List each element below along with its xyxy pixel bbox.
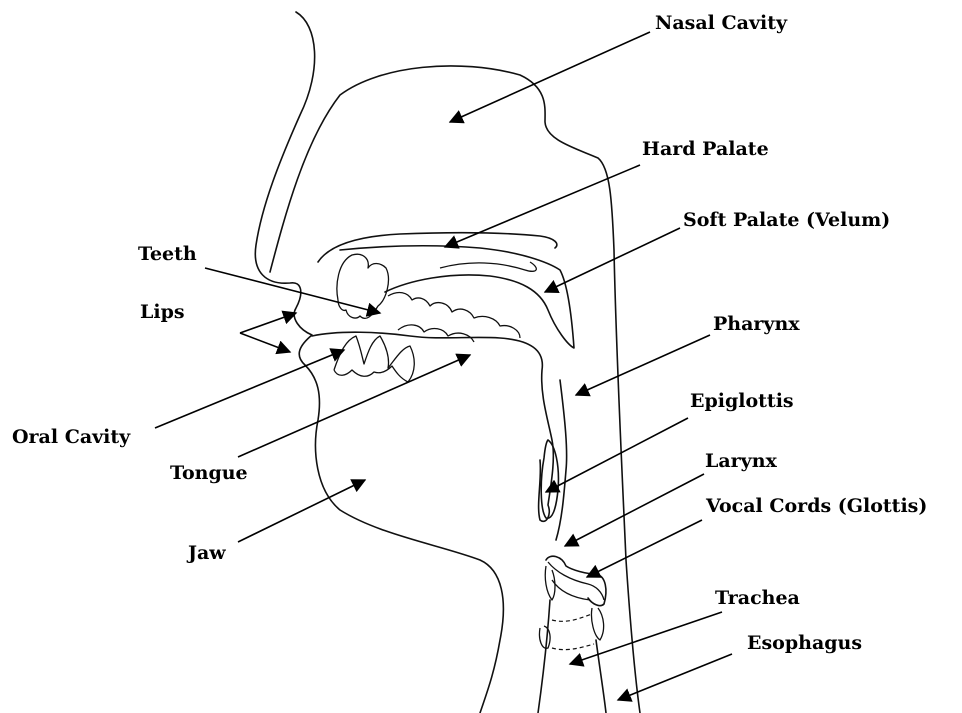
soft-palate-inner (440, 262, 536, 271)
arrow-soft-palate (545, 228, 680, 292)
label-hard-palate: Hard Palate (642, 140, 769, 159)
label-lips: Lips (140, 303, 185, 322)
arrow-vocal-cords (587, 520, 702, 577)
trachea-back-wall (596, 640, 606, 713)
arrow-tongue (238, 355, 470, 457)
label-soft-palate: Soft Palate (Velum) (683, 211, 890, 230)
arrow-nasal-cavity (450, 32, 650, 122)
label-esophagus: Esophagus (747, 634, 862, 653)
arrow-teeth (205, 268, 380, 313)
arrow-larynx (565, 474, 704, 546)
label-oral-cavity: Oral Cavity (12, 428, 130, 447)
lower-molars-outline (398, 325, 474, 342)
trachea-dashed-lower (552, 644, 594, 650)
label-vocal-cords: Vocal Cords (Glottis) (706, 497, 927, 516)
label-pharynx: Pharynx (713, 315, 800, 334)
glottis-fold-upper (548, 562, 604, 600)
label-larynx: Larynx (705, 452, 777, 471)
epiglottis-outline (541, 440, 558, 518)
arrow-oral-cavity (155, 350, 344, 428)
tongue-outline (312, 332, 553, 521)
upper-molars-outline (388, 293, 520, 338)
arrow-trachea (570, 612, 722, 664)
label-tongue: Tongue (170, 464, 248, 483)
trachea-dashed-upper (552, 614, 592, 621)
arrow-pharynx (576, 335, 710, 395)
tracheal-ring-right (591, 608, 603, 640)
label-jaw: Jaw (188, 544, 226, 563)
trachea-front-wall (538, 600, 550, 713)
arrow-epiglottis (546, 418, 688, 492)
label-trachea: Trachea (715, 589, 800, 608)
lower-teeth-outline (334, 336, 414, 382)
label-epiglottis: Epiglottis (690, 392, 794, 411)
label-nasal-cavity: Nasal Cavity (655, 14, 787, 33)
hard-palate-outline (318, 233, 557, 262)
label-teeth: Teeth (138, 245, 197, 264)
arrow-jaw (238, 480, 365, 542)
nasal-cavity-outline (270, 66, 640, 713)
arrow-lips-upper (240, 313, 296, 333)
arrow-lips-lower (240, 333, 290, 352)
face-profile-outline (255, 12, 503, 713)
